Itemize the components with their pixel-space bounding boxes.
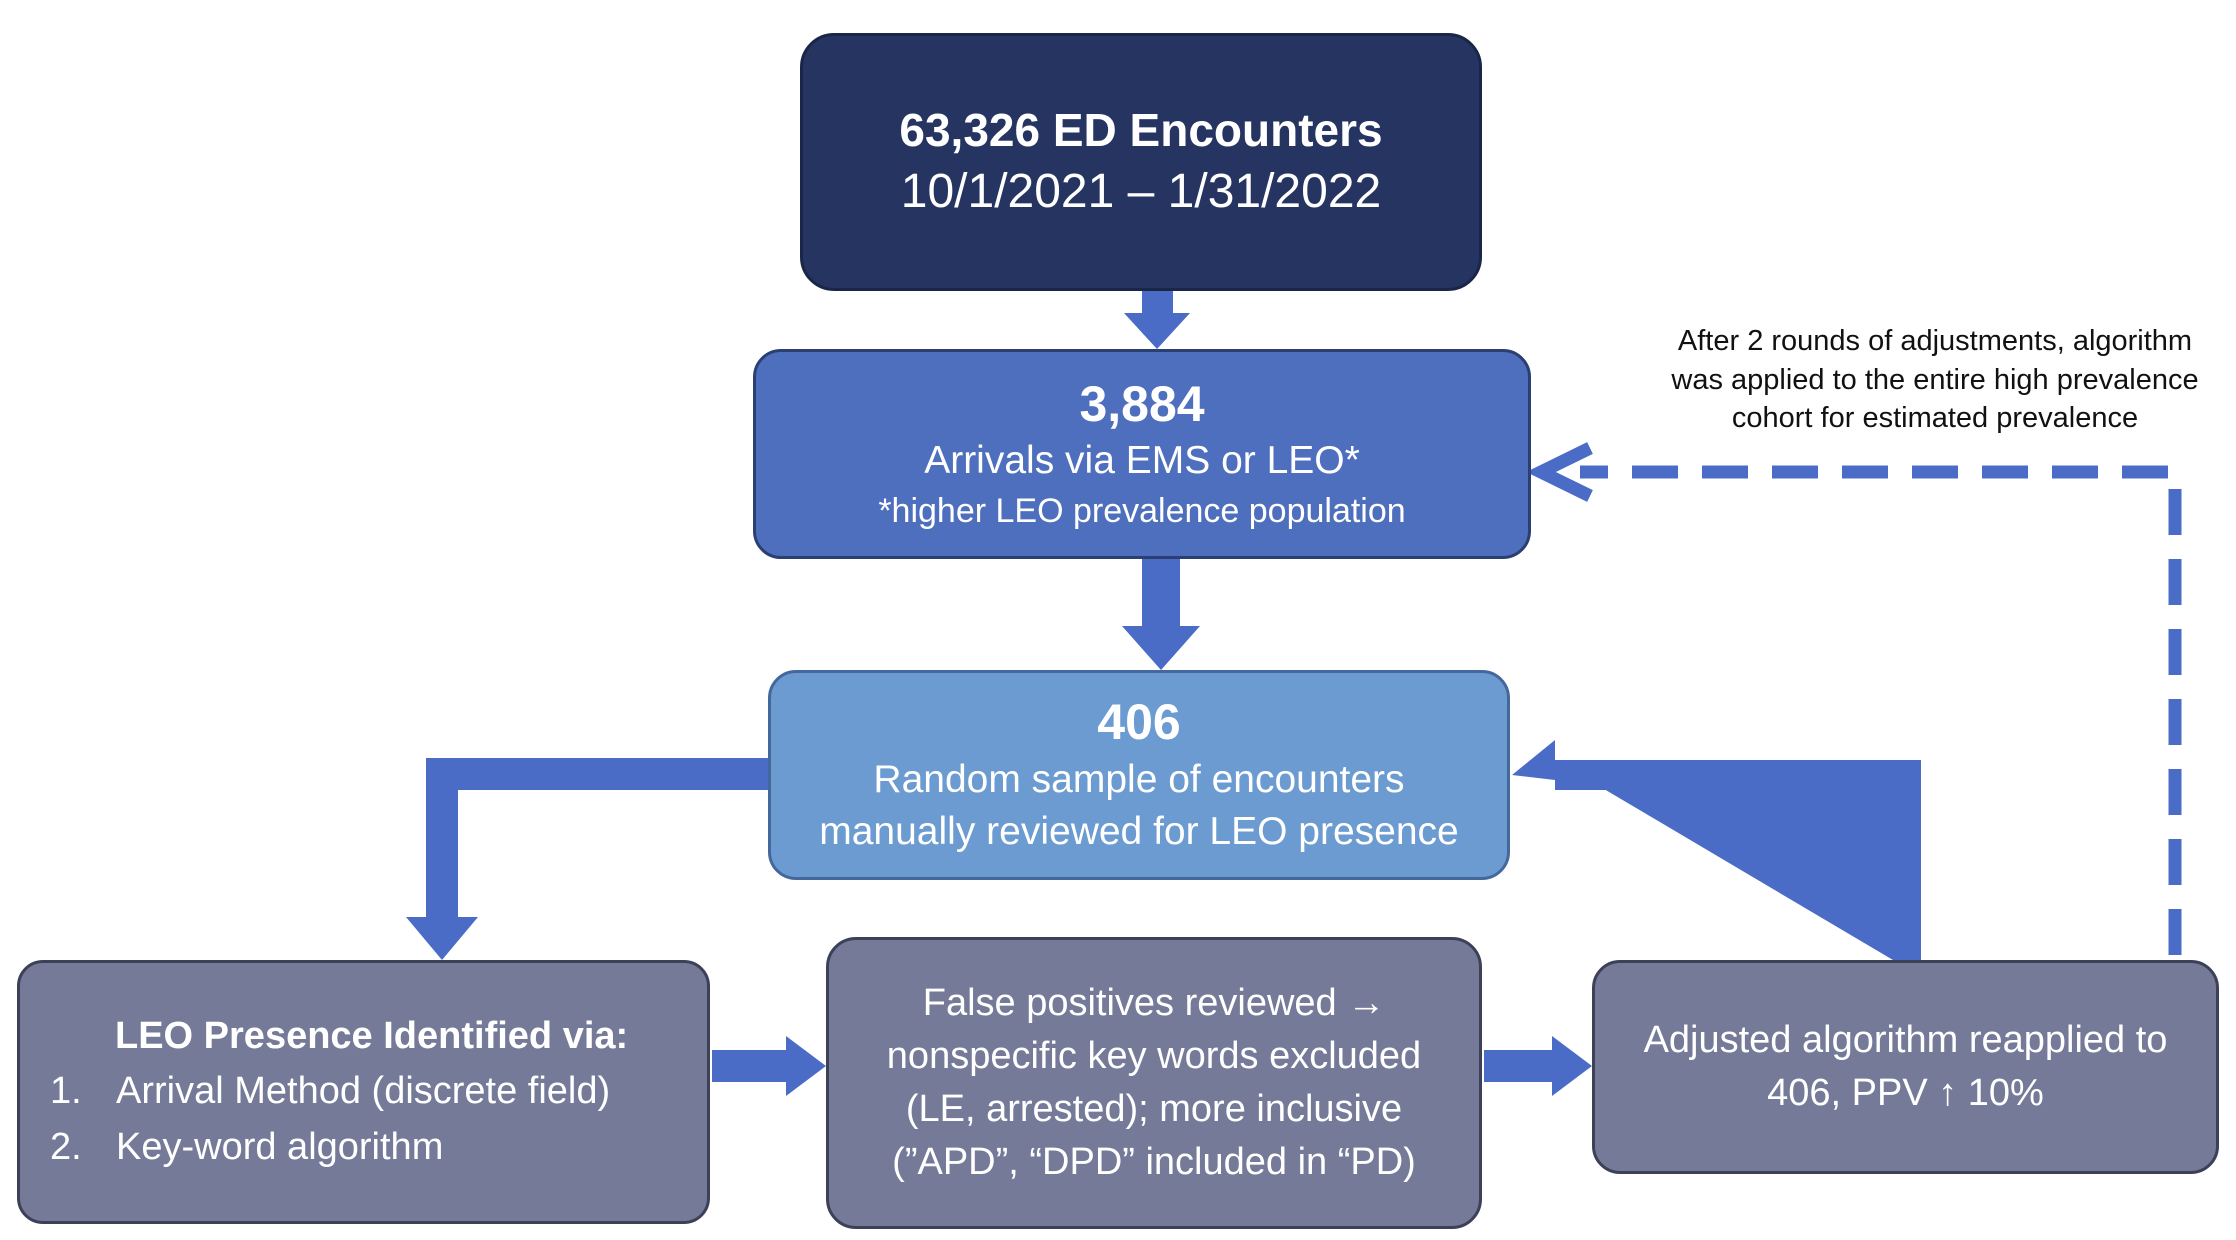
leo-item-number: 1. [50, 1070, 82, 1113]
arrow-sample-to-leo-shaft [426, 758, 768, 917]
dashed-feedback-line [1580, 465, 2182, 955]
arrivals-note: *higher LEO prevalence population [878, 491, 1406, 530]
fp-line: False positives reviewed → [922, 981, 1386, 1024]
fp-line: (LE, arrested); more inclusive [905, 1088, 1403, 1130]
leo-item-number: 2. [50, 1125, 82, 1168]
arrow-adjusted-to-sample-shaft [1555, 760, 1921, 960]
leo-heading: LEO Presence Identified via: [115, 1015, 629, 1058]
encounters-box: 63,326 ED Encounters 10/1/2021 – 1/31/20… [800, 33, 1482, 291]
fp-line: nonspecific key words excluded [886, 1034, 1422, 1077]
fp-line: (”APD”, “DPD” included in “PD) [892, 1141, 1416, 1184]
sample-count: 406 [1097, 694, 1181, 751]
leo-list-item: 2. Key-word algorithm [50, 1120, 443, 1175]
encounters-title: 63,326 ED Encounters [899, 103, 1383, 156]
arrivals-box: 3,884 Arrivals via EMS or LEO* *higher L… [753, 349, 1531, 559]
arrivals-count: 3,884 [1079, 375, 1205, 432]
leo-list-item: 1. Arrival Method (discrete field) [50, 1064, 610, 1119]
annotation-line: cohort for estimated prevalence [1731, 402, 2139, 435]
arrow-arrivals-to-sample [1122, 559, 1200, 670]
annotation-line: was applied to the entire high prevalenc… [1671, 363, 2199, 396]
arrow-leo-to-fp [712, 1036, 826, 1096]
arrow-adjusted-to-sample [1512, 740, 1921, 960]
encounters-dates: 10/1/2021 – 1/31/2022 [900, 164, 1382, 218]
arrow-encounters-to-arrivals [1124, 291, 1190, 349]
leo-item-text: Arrival Method (discrete field) [116, 1070, 611, 1113]
adjusted-line-1: Adjusted algorithm reapplied to [1643, 1018, 2168, 1061]
leo-box: LEO Presence Identified via: 1. Arrival … [17, 960, 710, 1224]
sample-line-1: Random sample of encounters [873, 757, 1405, 801]
feedback-annotation: After 2 rounds of adjustments, algorithm… [1640, 322, 2230, 438]
sample-line-2: manually reviewed for LEO presence [819, 810, 1459, 854]
false-positives-box: False positives reviewed → nonspecific k… [826, 937, 1482, 1229]
leo-item-text: Key-word algorithm [116, 1125, 444, 1168]
sample-box: 406 Random sample of encounters manually… [768, 670, 1510, 880]
adjusted-box: Adjusted algorithm reapplied to 406, PPV… [1592, 960, 2219, 1174]
adjusted-line-2: 406, PPV ↑ 10% [1767, 1072, 2044, 1114]
arrow-fp-to-adjusted [1484, 1036, 1592, 1096]
arrivals-label: Arrivals via EMS or LEO* [924, 439, 1360, 483]
annotation-line: After 2 rounds of adjustments, algorithm [1677, 325, 2193, 357]
dashed-feedback-arrowhead [1526, 442, 1593, 502]
